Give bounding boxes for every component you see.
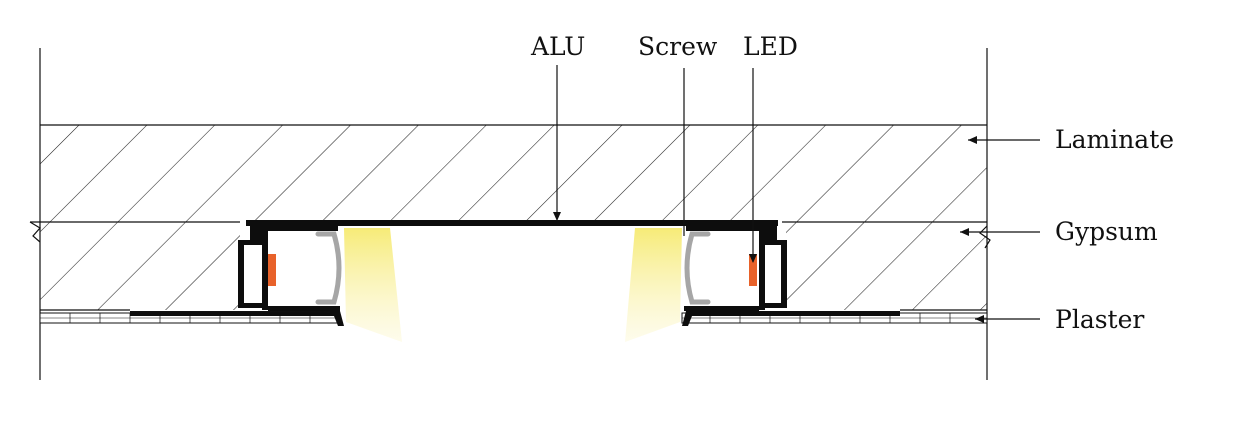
diffuser-right bbox=[684, 231, 711, 305]
alu-profile-right bbox=[682, 222, 900, 326]
plaster-bead-left bbox=[129, 311, 331, 313]
laminate-layer bbox=[30, 124, 987, 223]
alu-profile-top-bar bbox=[246, 220, 778, 226]
laminate-label: Laminate bbox=[1055, 125, 1174, 154]
laminate-arrowhead bbox=[968, 136, 977, 144]
gypsum-label: Gypsum bbox=[1055, 217, 1158, 246]
light-beam-left bbox=[344, 228, 402, 342]
light-beam-right bbox=[625, 228, 682, 342]
plaster-label: Plaster bbox=[1055, 305, 1144, 334]
gypsum-layer-left bbox=[29, 221, 240, 311]
diffuser-left bbox=[315, 231, 342, 305]
led-strip-left bbox=[268, 254, 276, 286]
alu-profile-left bbox=[130, 222, 344, 326]
screw-label: Screw bbox=[638, 32, 718, 61]
led-arrowhead bbox=[749, 254, 757, 263]
gypsum-layer-right bbox=[786, 222, 991, 311]
led-strip-right bbox=[749, 254, 757, 286]
gypsum-arrowhead bbox=[960, 228, 969, 236]
plaster-arrowhead bbox=[975, 315, 984, 323]
alu-arrowhead bbox=[553, 212, 561, 221]
alu-label: ALU bbox=[530, 32, 585, 61]
led-label: LED bbox=[743, 32, 798, 61]
